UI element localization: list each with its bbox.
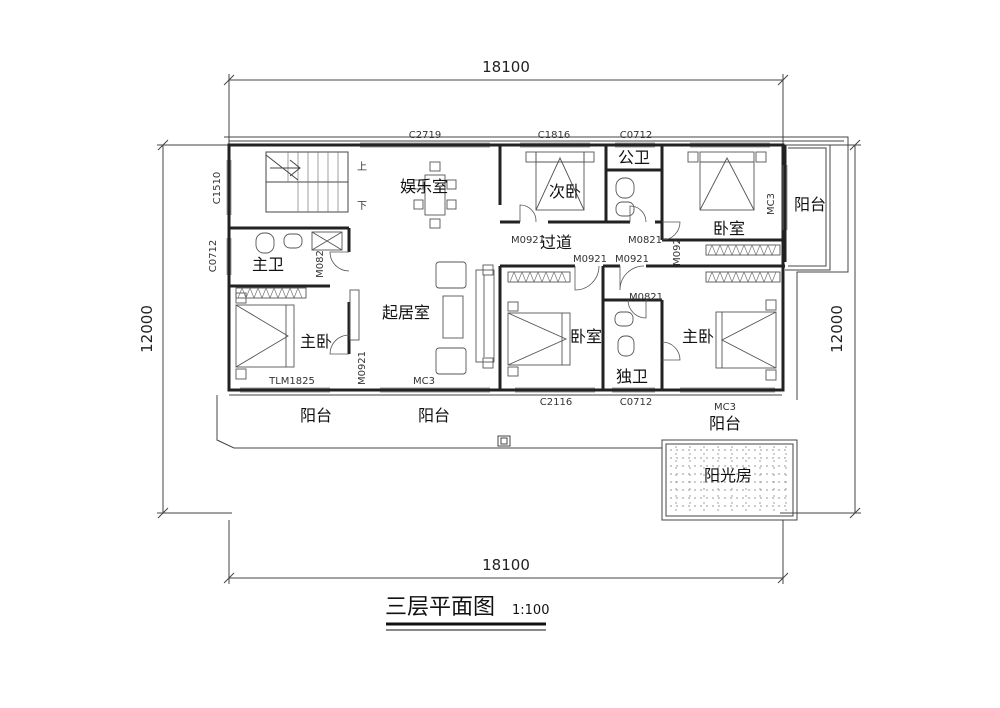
- stair-up-label: 上: [357, 161, 367, 173]
- code-m0921-c: M0921: [615, 254, 649, 265]
- room-second-bedroom: 次卧: [549, 182, 581, 201]
- wardrobes: [235, 244, 781, 299]
- code-tlm1825: TLM1825: [268, 376, 315, 387]
- left-height-label: 12000: [138, 305, 156, 353]
- room-sunroom: 阳光房: [704, 466, 752, 485]
- room-bedroom-ne: 卧室: [713, 219, 745, 238]
- drawing-title: 三层平面图: [385, 595, 495, 620]
- staircase: [265, 151, 349, 213]
- code-c0712-left: C0712: [208, 240, 219, 272]
- code-c2719: C2719: [409, 130, 441, 141]
- dimension-lines: [157, 74, 861, 584]
- room-entertainment: 娱乐室: [400, 177, 448, 196]
- bed-middle: [507, 301, 571, 377]
- code-mc3-bottom-right: MC3: [714, 402, 736, 413]
- room-living: 起居室: [382, 303, 430, 322]
- bottom-width-label: 18100: [482, 556, 530, 574]
- code-m0921-d: M0921: [357, 351, 368, 385]
- bed-northeast: [687, 151, 767, 211]
- code-c2116: C2116: [540, 397, 572, 408]
- code-m0821-b: M0821: [629, 292, 663, 303]
- code-c0712-bottom: C0712: [620, 397, 652, 408]
- entertainment-table: [413, 161, 457, 229]
- room-balcony-2: 阳台: [418, 406, 450, 425]
- right-height-label: 12000: [828, 305, 846, 353]
- room-public-bath: 公卫: [618, 148, 650, 167]
- walls: [227, 143, 831, 392]
- drawing-scale: 1:100: [512, 603, 549, 618]
- bed-second-bedroom: [525, 151, 595, 211]
- code-c0712-top: C0712: [620, 130, 652, 141]
- bathroom-fixtures: [255, 177, 635, 357]
- code-c1510: C1510: [212, 172, 223, 204]
- room-bedroom-middle: 卧室: [570, 327, 602, 346]
- windows: [226, 142, 788, 393]
- outer-outline: [216, 136, 849, 521]
- living-sofa-set: [349, 261, 495, 375]
- room-balcony-east: 阳台: [794, 195, 826, 214]
- room-master-bath: 主卫: [252, 255, 284, 274]
- room-balcony-3: 阳台: [709, 414, 741, 433]
- code-m0921-a: M0921: [511, 235, 545, 246]
- room-corridor: 过道: [540, 233, 572, 252]
- room-master-bedroom-west: 主卧: [300, 332, 332, 351]
- bed-west-master: [235, 292, 295, 380]
- room-master-bedroom-east: 主卧: [682, 327, 714, 346]
- bed-east-master: [715, 299, 777, 381]
- sunroom-hatch: [665, 443, 794, 517]
- room-private-bath: 独卫: [616, 367, 648, 386]
- code-m092-partial: M092: [672, 238, 683, 266]
- code-c1816: C1816: [538, 130, 570, 141]
- stair-down-label: 下: [357, 201, 367, 212]
- top-width-label: 18100: [482, 58, 530, 76]
- code-mc3-south: MC3: [413, 376, 435, 387]
- code-m082: M082: [315, 250, 326, 278]
- room-balcony-1: 阳台: [300, 406, 332, 425]
- door-swings: [329, 204, 681, 361]
- code-m0921-b: M0921: [573, 254, 607, 265]
- code-m0821-a: M0821: [628, 235, 662, 246]
- code-mc3-east: MC3: [766, 193, 777, 215]
